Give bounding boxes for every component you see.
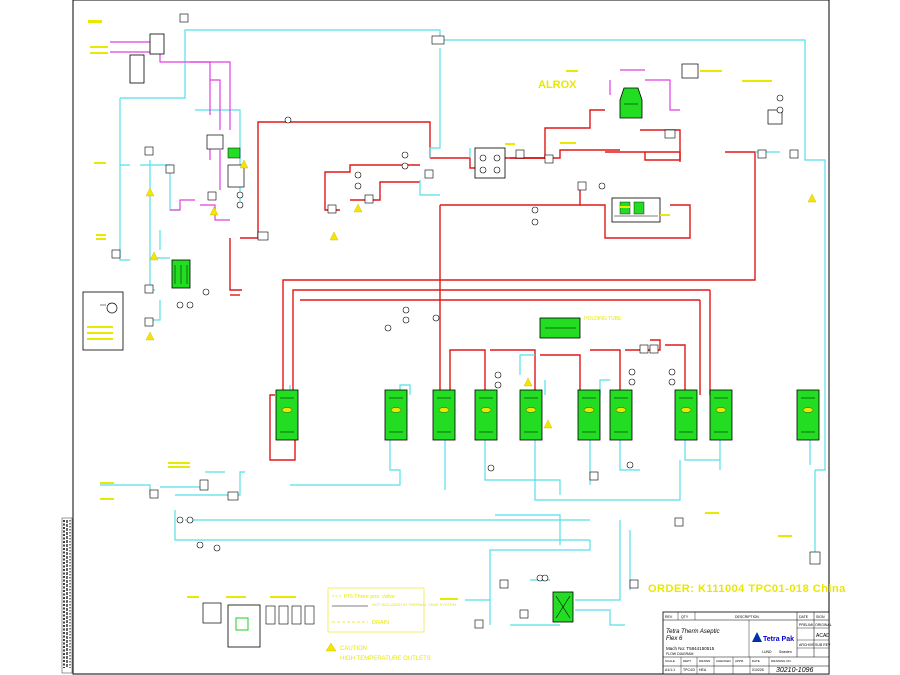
tb-drawn-h: DRAWN bbox=[699, 659, 710, 663]
heat-exchanger-7[interactable] bbox=[609, 389, 633, 441]
tetra-pak-logo-icon bbox=[752, 632, 762, 642]
tb-sub-rev: SUB REV bbox=[815, 643, 831, 647]
tag-labels bbox=[87, 20, 792, 600]
order-label: ORDER: K111004 TPC01-018 China bbox=[648, 583, 846, 595]
tb-scale-h: SCALE bbox=[665, 659, 675, 663]
tb-sign-header: SIGN bbox=[816, 615, 825, 619]
product-lines bbox=[229, 109, 756, 461]
steam-lines bbox=[110, 41, 680, 221]
tb-date-header: DATE bbox=[799, 615, 809, 619]
control-cabinet[interactable] bbox=[227, 604, 261, 648]
valves-and-instruments bbox=[111, 13, 799, 629]
heat-exchanger-9[interactable] bbox=[709, 389, 733, 441]
tb-appr-h: APPR. bbox=[735, 659, 744, 663]
svg-text:HOLDING TUBE: HOLDING TUBE bbox=[584, 316, 622, 322]
drawing-frame bbox=[72, 0, 830, 675]
heat-exchanger-5[interactable] bbox=[519, 389, 543, 441]
heat-exchanger-3[interactable] bbox=[432, 389, 456, 441]
tb-date-v: 010226 bbox=[752, 668, 764, 672]
tb-archive: ARCHIVE bbox=[799, 643, 815, 647]
tb-sweden: Sweden bbox=[779, 650, 792, 654]
heat-exchanger-2[interactable] bbox=[384, 389, 408, 441]
tb-scale-v: A1/1:1 bbox=[665, 668, 675, 672]
tb-qty-header: QTY bbox=[681, 615, 689, 619]
balance-tank[interactable] bbox=[129, 54, 145, 84]
tb-original: ORIGINAL bbox=[815, 623, 832, 627]
legend: P/S Three pos. valve NOT INCLUDED IN THE… bbox=[327, 587, 456, 662]
tb-acad: ACAD bbox=[816, 633, 830, 639]
legend-pis: P/S Three pos. valve bbox=[344, 594, 395, 600]
legend-caution-title: CAUTION bbox=[340, 646, 367, 652]
homogenizer[interactable] bbox=[474, 147, 506, 179]
tb-lund: LUND bbox=[762, 650, 772, 654]
legend-drain: DRAIN bbox=[372, 620, 389, 626]
tb-mach-no: Mach No: T5844150515 bbox=[666, 646, 715, 651]
equipment bbox=[82, 33, 821, 648]
alrox-label: ALROX bbox=[538, 79, 577, 91]
legend-not-included: NOT INCLUDED IN THERMAL TANK SYSTEM bbox=[372, 602, 456, 607]
tb-company: Tetra Pak bbox=[763, 636, 794, 643]
heat-exchanger-6[interactable] bbox=[577, 389, 601, 441]
legend-caution-text: HIGH TEMPERATURE OUTLETS bbox=[340, 656, 431, 662]
caution-markers bbox=[145, 159, 817, 652]
deaerator-vessel[interactable] bbox=[619, 87, 643, 119]
tb-rev-header: REV. bbox=[665, 615, 673, 619]
gauges bbox=[176, 94, 784, 582]
tb-desc-header: DESCRIPTION bbox=[735, 615, 759, 619]
tb-project-line2: Flex 6 bbox=[666, 636, 683, 642]
heat-exchanger-4[interactable] bbox=[474, 389, 498, 441]
tb-drawing-no: 30210-1096 bbox=[776, 667, 813, 674]
feed-pump-module[interactable] bbox=[82, 291, 124, 351]
heat-exchanger-bank: HOLDING TUBE bbox=[171, 259, 820, 623]
tb-prelim: PRELIMI. bbox=[799, 623, 814, 627]
heat-exchanger-1[interactable] bbox=[275, 389, 299, 441]
tb-date-h2: DATE bbox=[752, 659, 760, 663]
tb-drawing-no-h: DRAWING NO. bbox=[771, 659, 792, 663]
tb-dept-h: DEPT. bbox=[683, 659, 692, 663]
tb-checked-h: CHECKED bbox=[716, 659, 732, 663]
tb-drawing-type: FLOW DIAGRAM bbox=[666, 652, 694, 656]
tb-project-line1: Tetra Therm Aseptic bbox=[666, 629, 720, 635]
tb-dept-v: TPC4/3 bbox=[683, 668, 695, 672]
tb-drawn-v: HEA bbox=[699, 668, 707, 672]
heat-exchanger-8[interactable] bbox=[674, 389, 698, 441]
heat-exchanger-10[interactable] bbox=[796, 389, 820, 441]
title-block: REV. QTY DESCRIPTION DATE SIGN Tetra The… bbox=[662, 611, 832, 675]
left-margin-notes bbox=[61, 517, 73, 674]
